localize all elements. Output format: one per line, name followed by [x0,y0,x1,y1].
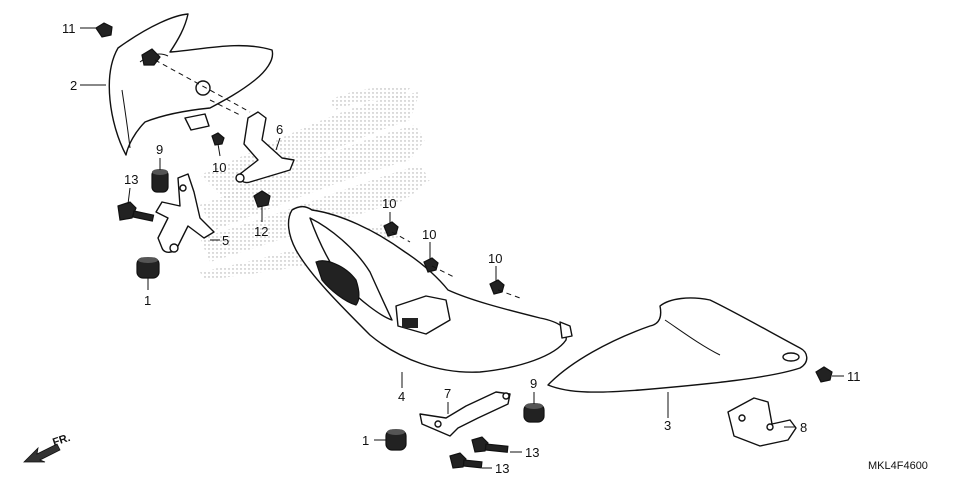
callout-9-upper: 9 [156,142,163,157]
part-3-side-cowl [547,297,808,393]
callout-6: 6 [276,122,283,137]
callout-10-b: 10 [382,196,396,211]
callout-11-right: 11 [847,369,861,384]
part-5-bracket [155,173,215,253]
part-7-bracket [419,391,511,437]
diagram-code: MKL4F4600 [868,460,928,472]
part-9-grommet-upper [151,169,169,193]
part-6-bracket [235,111,295,184]
callout-1-lower: 1 [362,433,369,448]
callout-4: 4 [398,389,405,404]
callout-13-lower-b: 13 [495,461,509,476]
part-13-bolt-lower-a [471,436,509,453]
callout-11-top: 11 [62,21,76,36]
front-direction-arrow: FR. [23,432,72,463]
part-12-bolt [253,190,271,222]
part-4-lower-cowl [287,205,573,373]
part-8-bracket [727,397,797,447]
part-13-bolt-upper [117,201,155,222]
callout-13-upper: 13 [124,172,138,187]
callout-7: 7 [444,386,451,401]
part-1-grommet-upper [136,257,160,279]
callout-10-c: 10 [422,227,436,242]
leader-lines [80,27,844,469]
callout-5: 5 [222,233,229,248]
part-10-bolt-b [383,221,399,237]
callout-1-upper: 1 [144,293,151,308]
callout-9-lower: 9 [530,376,537,391]
part-11-bolt-right [815,366,833,383]
callout-10-a: 10 [212,160,226,175]
callout-10-d: 10 [488,251,502,266]
part-10-bolt-c [423,257,439,273]
part-2-upper-cowl [108,13,274,156]
callout-12: 12 [254,224,268,239]
callouts: 11 2 6 9 10 13 5 12 1 10 10 10 4 7 9 1 1… [62,21,861,476]
callout-13-lower-a: 13 [525,445,539,460]
part-13-bolt-lower-b [449,452,483,469]
part-9-grommet-lower [523,403,545,423]
front-label: FR. [51,432,72,449]
part-1-grommet-lower [385,429,407,451]
callout-3: 3 [664,418,671,433]
part-10-bolt-a [211,132,225,157]
callout-2: 2 [70,78,77,93]
part-11-bolt-top [95,22,113,38]
callout-8: 8 [800,420,807,435]
